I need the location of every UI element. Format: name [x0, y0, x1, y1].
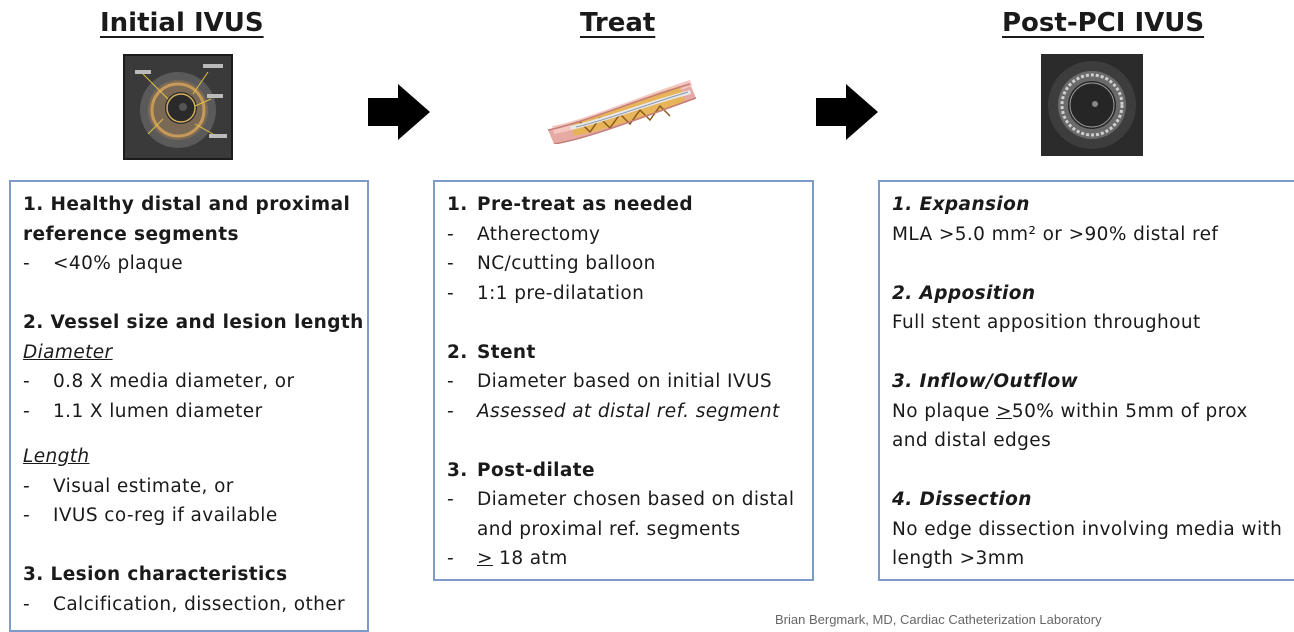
list-item: -NC/cutting balloon [447, 249, 802, 279]
subheading: Diameter [23, 338, 357, 368]
list-item-continuation: and proximal ref. segments [447, 515, 802, 545]
bullet-dash: - [23, 249, 30, 279]
section-title: 1. Healthy distal and proximal [23, 190, 357, 220]
section-title: 2. Vessel size and lesion length [23, 308, 357, 338]
post-pci-ivus-icon [1041, 54, 1143, 156]
list-item: -Visual estimate, or [23, 472, 357, 502]
section-title: 4. Dissection [892, 485, 1290, 515]
list-item: -Calcification, dissection, other [23, 590, 357, 620]
list-item: -IVUS co-reg if available [23, 501, 357, 531]
section-text: Full stent apposition throughout [892, 308, 1290, 338]
list-item: -Assessed at distal ref. segment [447, 397, 802, 427]
treat-heading: Treat [580, 8, 655, 38]
section-text: No plaque >50% within 5mm of prox [892, 397, 1290, 427]
list-item: -> 18 atm [447, 544, 802, 574]
list-item: -1:1 pre-dilatation [447, 279, 802, 309]
ivus-image-icon [123, 54, 233, 160]
list-item: -<40% plaque [23, 249, 357, 279]
section-text: MLA >5.0 mm² or >90% distal ref [892, 220, 1290, 250]
section-title: 2.Stent [447, 338, 802, 368]
list-item: -Diameter chosen based on distal [447, 485, 802, 515]
section-text: and distal edges [892, 426, 1290, 456]
initial-ivus-heading: Initial IVUS [100, 8, 264, 38]
list-item: -Diameter based on initial IVUS [447, 367, 802, 397]
subheading: Length [23, 442, 357, 472]
treat-box: 1.Pre-treat as needed -Atherectomy -NC/c… [433, 180, 814, 581]
list-item: -Atherectomy [447, 220, 802, 250]
post-pci-heading: Post-PCI IVUS [1002, 8, 1204, 38]
footer-credit: Brian Bergmark, MD, Cardiac Catheterizat… [775, 612, 1102, 627]
section-text: length >3mm [892, 544, 1290, 574]
section-title: 3.Post-dilate [447, 456, 802, 486]
section-title: 3. Lesion characteristics [23, 560, 357, 590]
post-pci-box: 1. Expansion MLA >5.0 mm² or >90% distal… [878, 180, 1294, 581]
section-title: 2. Apposition [892, 279, 1290, 309]
list-item: -1.1 X lumen diameter [23, 397, 357, 427]
section-title: 1. Expansion [892, 190, 1290, 220]
section-title: 1.Pre-treat as needed [447, 190, 802, 220]
right-arrow-icon [368, 84, 430, 140]
section-text: No edge dissection involving media with [892, 515, 1290, 545]
initial-ivus-box: 1. Healthy distal and proximal reference… [9, 180, 369, 632]
list-item: -0.8 X media diameter, or [23, 367, 357, 397]
right-arrow-icon [816, 84, 878, 140]
stent-balloon-icon [540, 72, 700, 144]
section-title: reference segments [23, 220, 357, 250]
section-title: 3. Inflow/Outflow [892, 367, 1290, 397]
